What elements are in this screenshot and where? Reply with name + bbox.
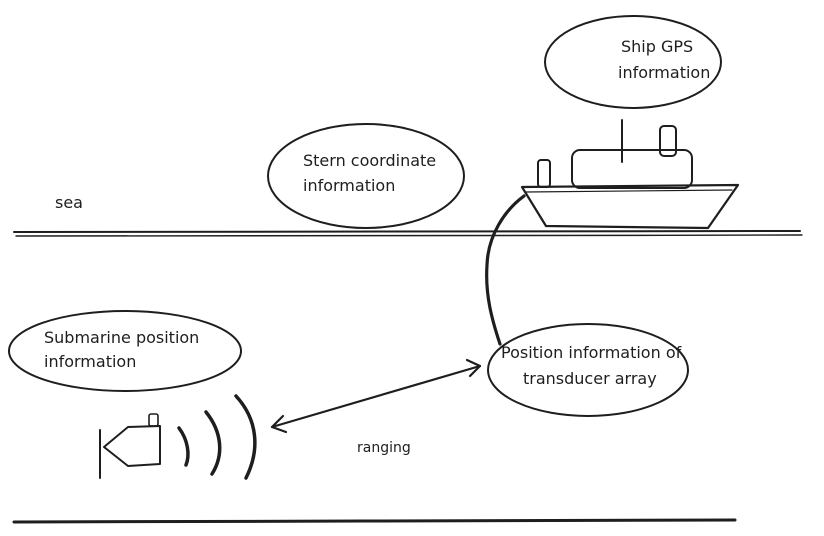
tow-cable xyxy=(485,194,526,346)
ship-gps-bubble: Ship GPS information xyxy=(544,15,722,109)
seabed-line xyxy=(12,518,737,524)
transducer-label-line1: Position information of xyxy=(501,343,682,362)
sea-label: sea xyxy=(55,193,83,212)
stern-coordinate-label-line1: Stern coordinate xyxy=(303,151,436,170)
submarine-drawing xyxy=(99,413,161,479)
stern-coordinate-label-line2: information xyxy=(303,176,395,195)
ship-gps-label-line2: information xyxy=(618,63,710,82)
ship-drawing xyxy=(520,119,740,230)
sonar-wave-arcs xyxy=(177,394,257,480)
ship-gps-label-line1: Ship GPS xyxy=(621,37,693,56)
sea-surface-line xyxy=(13,229,803,237)
stern-coordinate-bubble: Stern coordinate information xyxy=(267,123,465,229)
ranging-label: ranging xyxy=(357,440,411,456)
submarine-label-line1: Submarine position xyxy=(44,328,199,347)
submarine-label-line2: information xyxy=(44,352,136,371)
transducer-label-line2: transducer array xyxy=(523,369,657,388)
submarine-position-bubble: Submarine position information xyxy=(8,310,242,392)
transducer-array-bubble: Position information of transducer array xyxy=(487,323,689,417)
ranging-arrow xyxy=(270,358,482,434)
